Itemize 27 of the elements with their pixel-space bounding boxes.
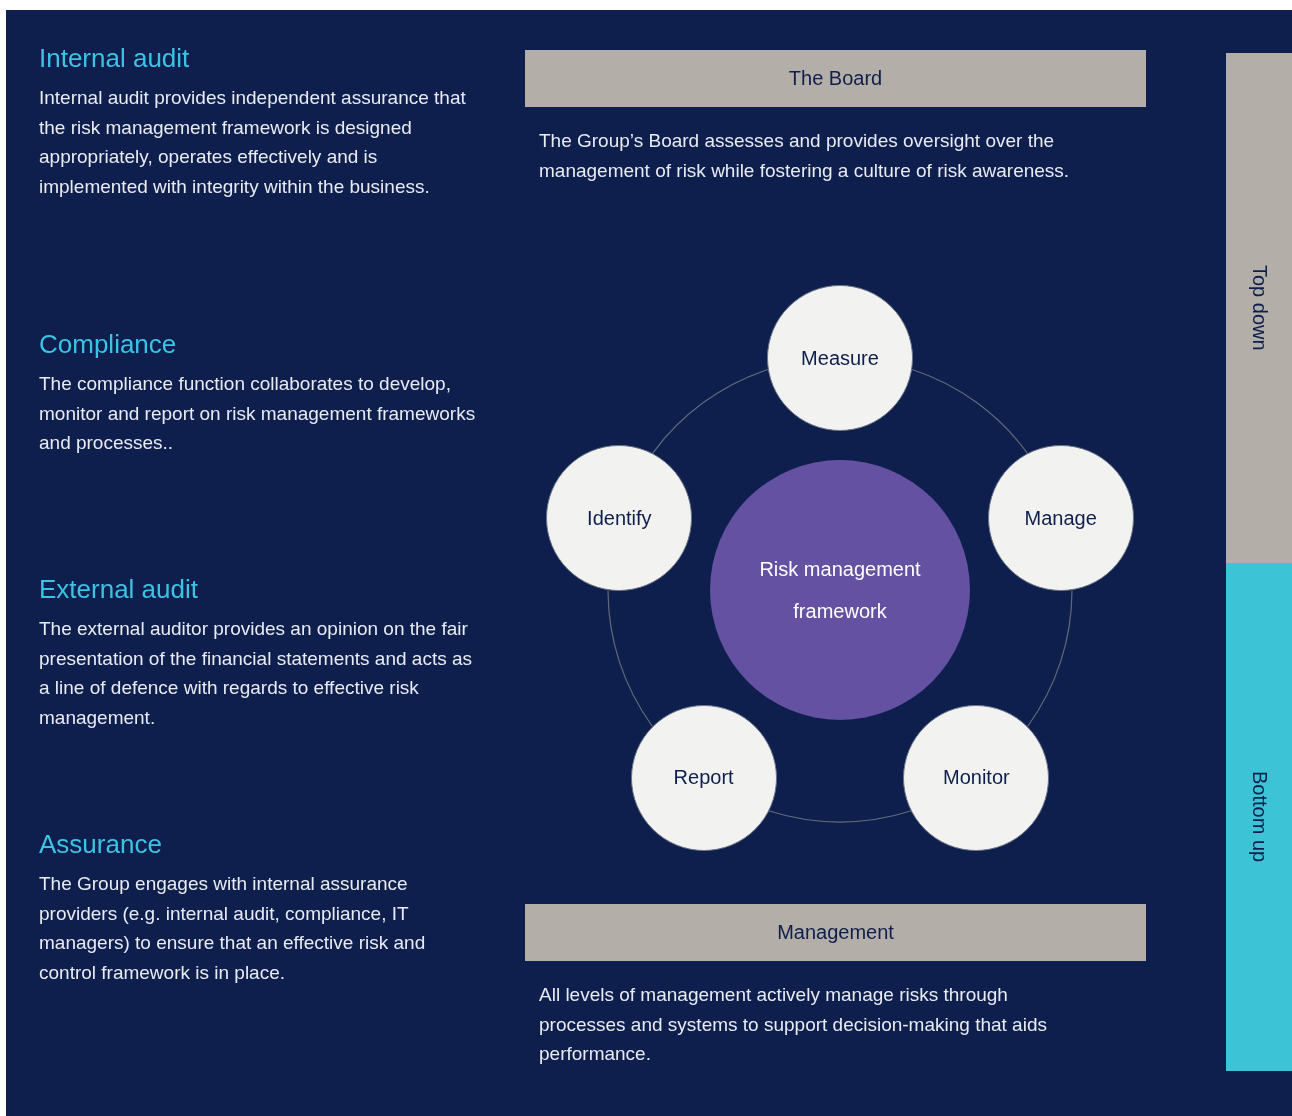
center-circle: Risk management framework bbox=[710, 460, 970, 720]
step-circle: Report bbox=[630, 704, 777, 851]
ring-connector bbox=[1027, 589, 1073, 727]
ring-connector bbox=[768, 810, 912, 823]
step-circle: Manage bbox=[987, 445, 1134, 592]
band-label: Top down bbox=[1247, 265, 1271, 351]
band-label: Bottom up bbox=[1247, 771, 1271, 863]
header-bar: The Board bbox=[525, 50, 1146, 107]
description-text: The Group’s Board assesses and provides oversight over the management of risk while fostering a culture of risk awareness. bbox=[539, 129, 1071, 183]
section-heading: Compliance bbox=[39, 329, 178, 360]
section-text: The external auditor provides an opinion on the fair presentation of the financial statements and acts as a line of defence with regards to effective risk management. bbox=[39, 617, 474, 730]
section-heading: Assurance bbox=[39, 829, 163, 860]
ring-connector bbox=[607, 589, 653, 727]
side-band bbox=[1226, 563, 1292, 1071]
description-text: All levels of management actively manage risks through processes and systems to support decision-making that aids performance. bbox=[539, 983, 1048, 1066]
header-bar: Management bbox=[525, 904, 1146, 961]
step-circle: Monitor bbox=[903, 704, 1050, 851]
section-text: The Group engages with internal assurance providers (e.g. internal audit, compliance, IT managers) to ensure that an effective risk and control framework is in place. bbox=[39, 872, 427, 985]
ring-connector bbox=[652, 368, 769, 454]
step-circle: Identify bbox=[546, 445, 693, 592]
section-heading: Internal audit bbox=[39, 43, 191, 74]
section-text: The compliance function collaborates to develop, monitor and report on risk management frameworks and processes.. bbox=[39, 372, 477, 455]
ring-connector bbox=[911, 368, 1028, 454]
side-band bbox=[1226, 53, 1292, 563]
step-circle: Measure bbox=[767, 285, 913, 431]
section-heading: External audit bbox=[39, 574, 199, 605]
section-text: Internal audit provides independent assurance that the risk management framework is designed appropriately, operates effectively and is implemented with integrity within the business. bbox=[39, 86, 467, 199]
